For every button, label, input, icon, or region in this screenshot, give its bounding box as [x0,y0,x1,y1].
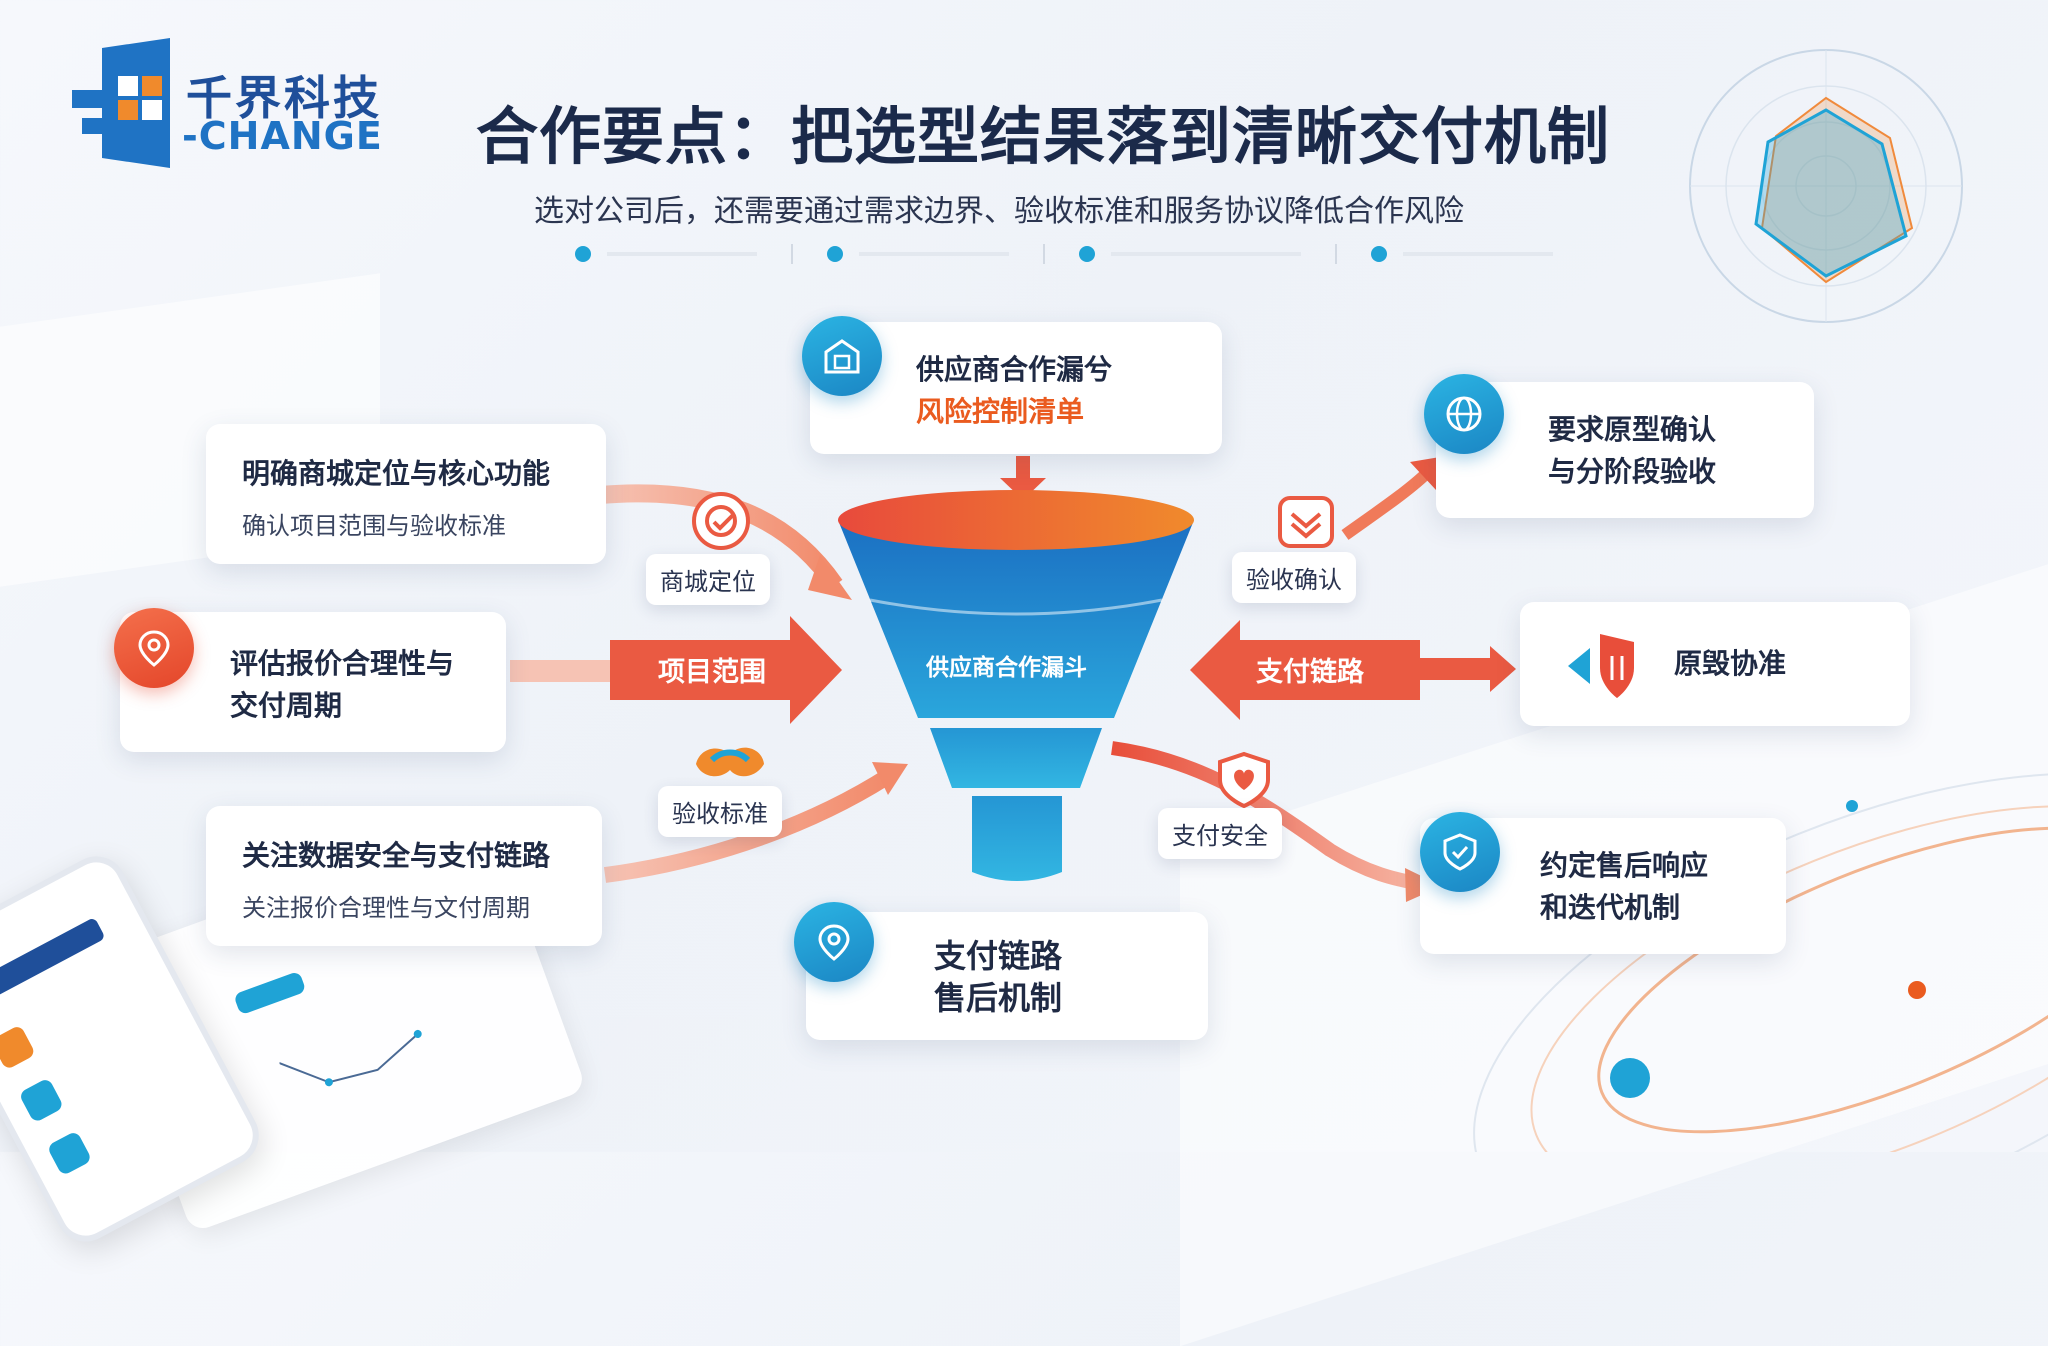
bottom-card: 支付链路 售后机制 [806,912,1208,1040]
handshake-icon [696,747,764,777]
arrow-label-project-scope: 项目范围 [658,657,766,688]
bottom-card-line1: 支付链路 [934,937,1063,975]
pill-mall-position: 商城定位 [646,554,770,605]
page-title: 合作要点：把选型结果落到清晰交付机制 [476,100,1611,173]
right-card-1-line2: 与分阶段验收 [1548,455,1717,488]
target-check-icon [692,492,750,550]
brand-en: -CHANGE [182,114,383,158]
globe-icon [1424,374,1504,454]
left-card-3-subtitle: 关注报价合理性与文付周期 [242,894,530,922]
heart-shield-icon [1218,751,1270,809]
funnel-label: 供应商合作漏斗 [926,655,1087,681]
decorative-dot-row [575,244,1553,264]
pill-acceptance-confirm: 验收确认 [1232,552,1356,603]
location-pin-icon [114,608,194,688]
brand-logo-icon [72,38,170,168]
top-card-subtitle: 风险控制清单 [916,395,1085,428]
right-card-2-title: 原毁协准 [1674,647,1787,680]
radar-decoration [1689,49,1963,323]
page-subtitle: 选对公司后，还需要通过需求边界、验收标准和服务协议降低合作风险 [534,194,1464,229]
location-pin-icon [794,902,874,982]
right-card-3-line2: 和迭代机制 [1540,891,1681,924]
right-card-3-line1: 约定售后响应 [1540,849,1709,882]
pill-payment-security: 支付安全 [1158,808,1282,859]
left-card-3-title: 关注数据安全与支付链路 [242,839,551,872]
left-card-1-title: 明确商城定位与核心功能 [242,457,551,490]
arrow-label-payment-link: 支付链路 [1256,657,1364,688]
checkbox-chevron-icon [1278,496,1334,548]
connector-arrows [510,456,1516,902]
left-card-3: 关注数据安全与支付链路 关注报价合理性与文付周期 [206,806,602,946]
shop-icon [802,316,882,396]
decorative-orbits [1473,772,2048,1152]
right-card-1-line1: 要求原型确认 [1548,413,1717,446]
left-card-2-title-line1: 评估报价合理性与 [230,647,455,680]
tablet-mockup [93,816,587,1234]
shield-check-icon [1420,812,1500,892]
left-card-2-title-line2: 交付周期 [230,689,343,722]
shield-icon [1568,634,1634,698]
bottom-card-line2: 售后机制 [934,979,1063,1017]
left-card-1: 明确商城定位与核心功能 确认项目范围与验收标准 [206,424,606,564]
top-card-title: 供应商合作漏兮 [916,353,1113,386]
left-card-1-subtitle: 确认项目范围与验收标准 [242,512,506,540]
brand-name: 千界科技 [186,71,382,125]
pill-acceptance-standard: 验收标准 [658,786,782,837]
